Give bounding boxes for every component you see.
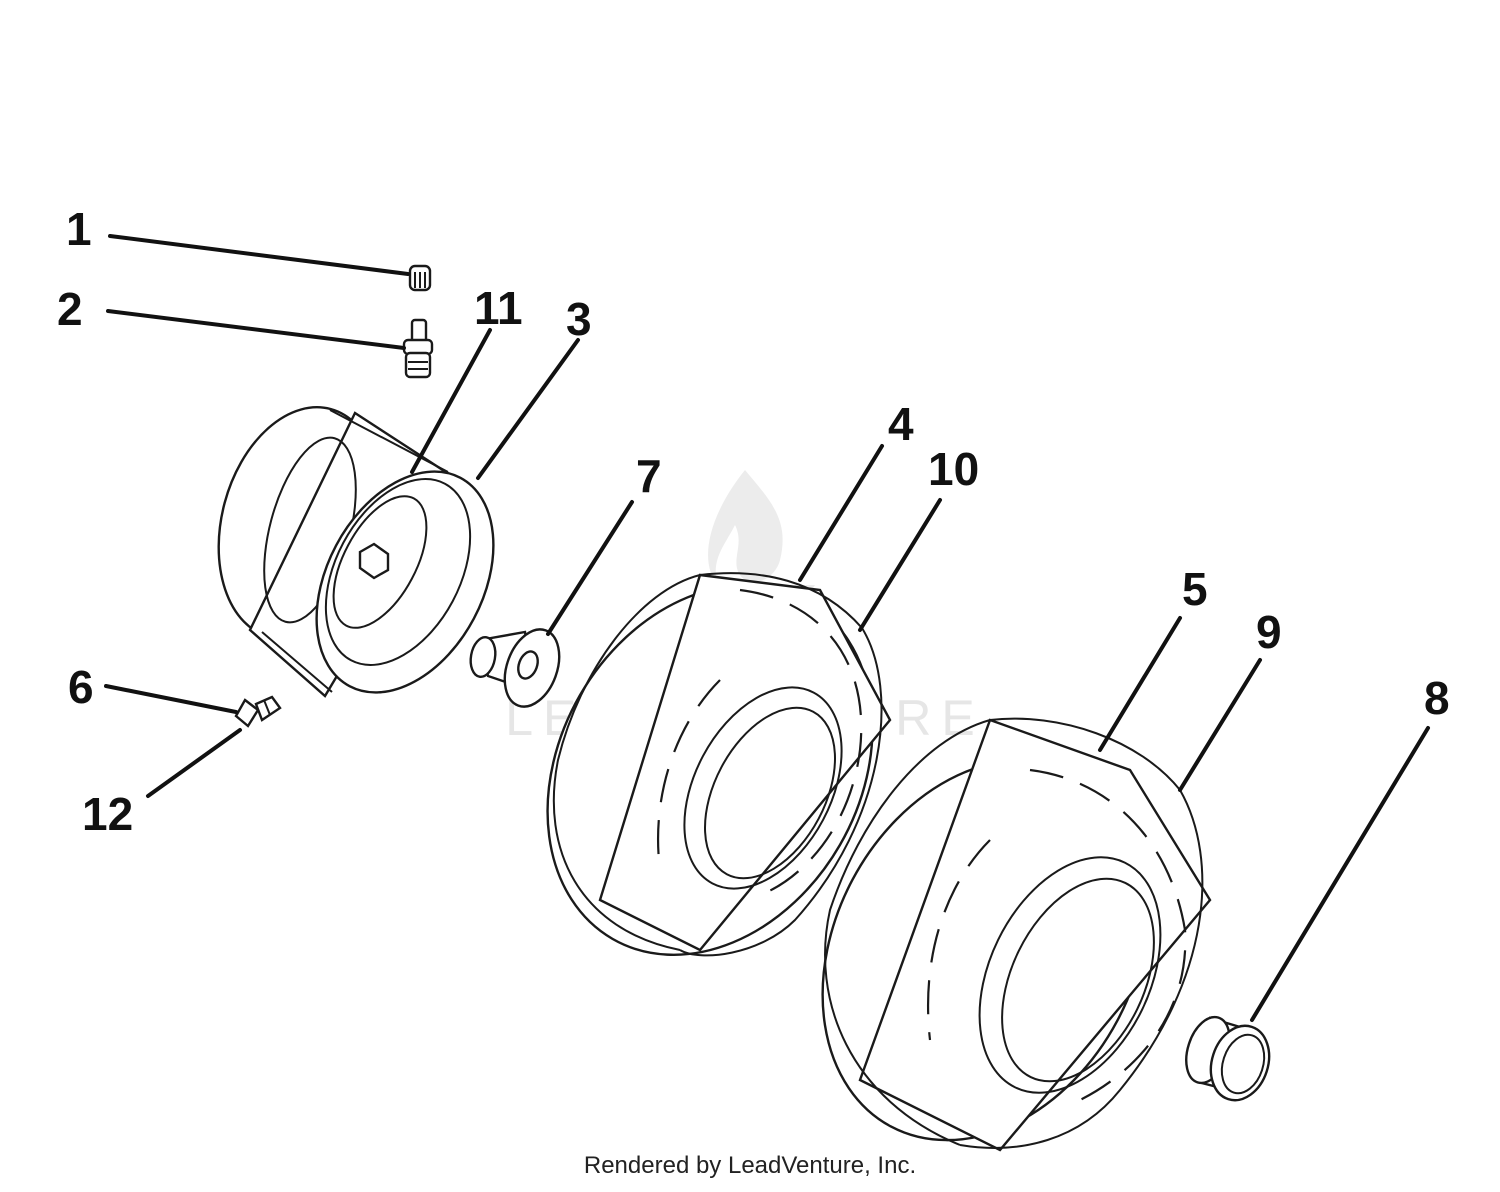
leader-lines <box>104 234 1430 1022</box>
watermark-flame-icon <box>708 470 783 585</box>
callout-2: 2 <box>57 283 83 335</box>
part-tire-front <box>546 572 892 957</box>
callout-5: 5 <box>1182 563 1208 615</box>
part-wheel-rim <box>217 406 495 698</box>
callout-10: 10 <box>928 443 979 495</box>
callout-12: 12 <box>82 788 133 840</box>
part-bushing <box>469 628 561 708</box>
part-valve-stem <box>402 318 434 379</box>
callout-3: 3 <box>566 293 592 345</box>
callout-6: 6 <box>68 661 94 713</box>
callout-7: 7 <box>636 450 662 502</box>
callouts: 1 2 3 4 5 6 7 8 9 10 11 12 <box>57 203 1450 840</box>
footer-credit: Rendered by LeadVenture, Inc. <box>583 1152 917 1179</box>
leader-line-3 <box>476 338 580 480</box>
leader-line-8 <box>1250 726 1430 1022</box>
leader-line-10 <box>858 498 942 632</box>
part-hub-cap <box>1185 1015 1271 1102</box>
callout-4: 4 <box>888 398 914 450</box>
callout-9: 9 <box>1256 606 1282 658</box>
part-valve-cap <box>408 264 432 292</box>
leader-line-5 <box>1098 616 1182 752</box>
callout-8: 8 <box>1424 672 1450 724</box>
leader-line-7 <box>546 500 634 636</box>
leader-line-2 <box>106 309 406 350</box>
leader-line-6 <box>104 684 238 714</box>
leader-line-1 <box>108 234 410 276</box>
part-tire-rear <box>821 717 1212 1152</box>
leader-line-11 <box>410 328 492 474</box>
callout-11: 11 <box>474 282 523 334</box>
callout-1: 1 <box>66 203 92 255</box>
leader-line-9 <box>1178 658 1262 792</box>
leader-line-4 <box>798 444 884 582</box>
leader-line-12 <box>146 728 242 798</box>
part-grease-fitting <box>234 695 282 728</box>
